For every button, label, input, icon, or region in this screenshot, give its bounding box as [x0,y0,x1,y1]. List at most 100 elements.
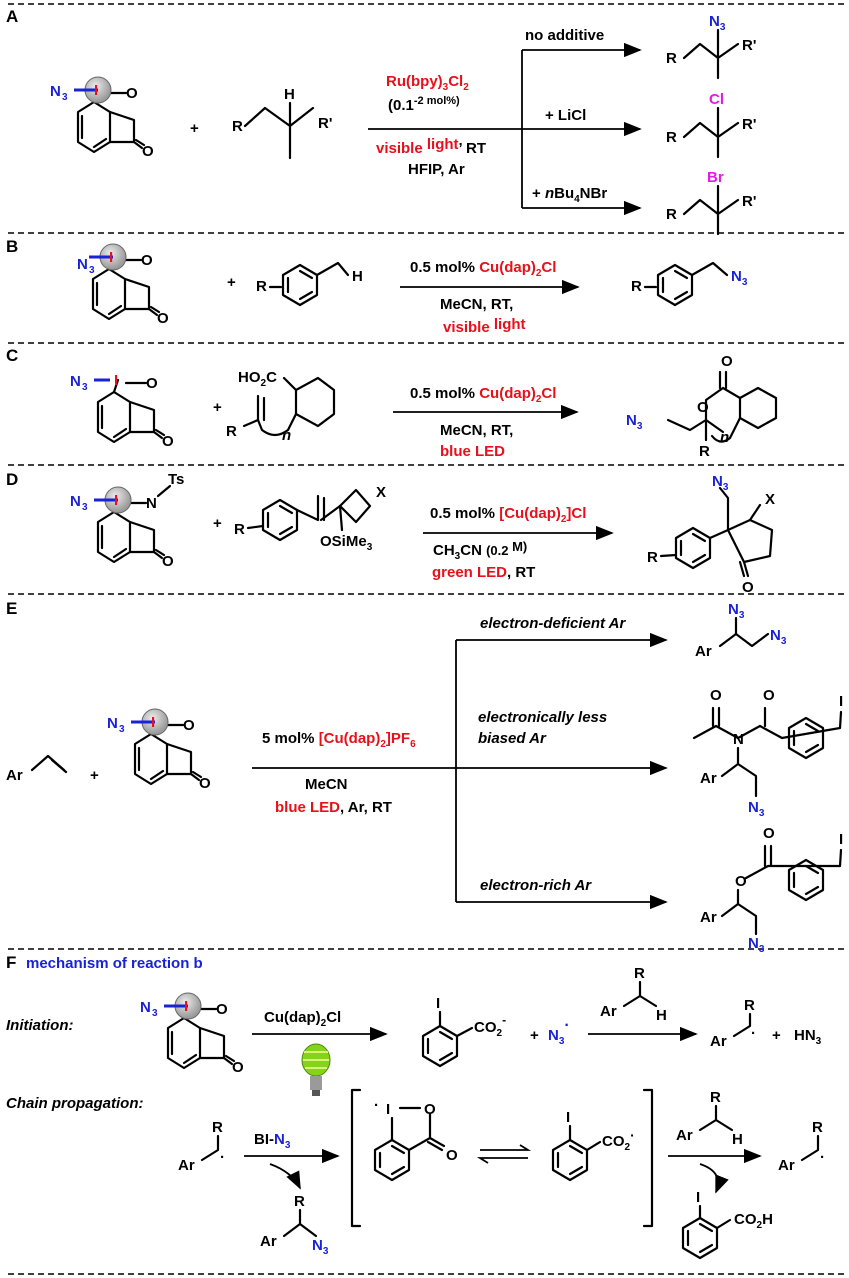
svg-text:I: I [114,372,118,389]
alkyl-arene-f2: Ar R H [676,1089,743,1148]
svg-text:3: 3 [82,502,88,513]
svg-text:O: O [721,353,733,370]
conditions-b: 0.5 mol% Cu(dap)2Cl MeCN, RT, visible li… [410,259,556,336]
svg-text:Ar: Ar [600,1003,617,1020]
svg-text:X: X [765,491,775,508]
iodobenzoic-acid-f: I CO2H [681,1189,773,1260]
svg-text:R: R [812,1119,823,1136]
svg-text:O: O [199,775,211,792]
conditions-a: Ru(bpy)3Cl2 (0.1-2 mol%) visible light’ … [376,73,486,178]
svg-text:N3: N3 [748,935,765,955]
branch-no-additive: no additive [525,27,604,44]
radical-start-f: Ar R · [178,1119,225,1174]
svg-text:3: 3 [152,1008,158,1019]
azidoiodane-reagent-e: I N 3 O O [107,708,211,792]
svg-text:O: O [141,252,153,269]
conditions-e: 5 mol% [Cu(dap)2]PF6 MeCN blue LED, Ar, … [262,730,416,816]
svg-text:n: n [282,427,291,444]
svg-text:+: + [772,1027,781,1044]
svg-text:O: O [742,579,754,596]
diazide-product-e: Ar N3 N3 [695,601,787,660]
iodobenzoate-f: I CO2- [421,995,506,1068]
svg-text:I: I [436,995,440,1012]
alkane-substrate: H R R' [232,86,332,160]
section-e: E Ar + I N 3 O O 5 mol% [Cu(dap)2]PF6 Me… [6,599,843,955]
svg-text:O: O [162,433,174,450]
svg-text:R: R [744,997,755,1014]
svg-text:O: O [183,717,195,734]
svg-text:R': R' [742,193,756,210]
svg-text:Ar: Ar [6,767,23,784]
svg-text:O: O [162,553,174,570]
conditions-d: 0.5 mol% [Cu(dap)2]Cl CH3CN (0.2 M) gree… [430,505,586,581]
svg-text:N3: N3 [709,13,726,33]
svg-text:N: N [140,999,151,1016]
svg-text:R': R' [318,115,332,132]
branch-less-biased-line2: biased Ar [478,730,547,747]
svg-text:MeCN, RT,: MeCN, RT, [440,296,513,313]
svg-text:visible light’ RT: visible light’ RT [376,136,486,157]
svg-text:R: R [666,206,677,223]
svg-text:HFIP, Ar: HFIP, Ar [408,161,465,178]
equilibrium-arrows [476,1144,532,1164]
svg-text:+: + [530,1027,539,1044]
svg-text:N: N [107,715,118,732]
svg-text:N: N [77,256,88,273]
svg-text:blue LED, Ar, RT: blue LED, Ar, RT [275,799,392,816]
svg-text:MeCN: MeCN [305,776,348,793]
azidobenziodazolone-reagent-d: I N 3 N Ts O [70,471,184,570]
svg-text:Ar: Ar [700,909,717,926]
svg-text:I: I [109,249,113,266]
svg-text:CO2-: CO2- [474,1013,506,1039]
svg-text:Ar: Ar [700,770,717,787]
benzyl-azide-product: N3 R [631,261,748,307]
svg-text:R: R [666,129,677,146]
svg-text:Ar: Ar [676,1127,693,1144]
svg-text:Ar: Ar [695,643,712,660]
svg-text:O: O [710,687,722,704]
svg-text:·: · [220,1149,225,1166]
branch-electron-rich: electron-rich Ar [480,877,592,894]
toluene-substrate: H R [256,261,363,307]
svg-text:visible light: visible light [443,316,526,336]
svg-text:Ts: Ts [168,471,184,488]
propagation-label: Chain propagation: [6,1095,144,1112]
svg-text:O: O [424,1101,436,1118]
section-label-e: E [6,599,17,618]
svg-text:N3: N3 [712,473,729,493]
svg-text:Ru(bpy)3Cl2: Ru(bpy)3Cl2 [386,73,469,93]
svg-text:HO2C: HO2C [238,369,277,389]
product-chloride-a: R R' Cl [666,91,756,159]
svg-text:R: R [647,549,658,566]
svg-text:N3: N3 [748,799,765,819]
svg-text:3: 3 [119,724,125,735]
svg-text:CO2·: CO2· [602,1127,635,1153]
svg-text:R: R [294,1193,305,1210]
svg-text:I: I [839,693,843,710]
azidoiodane-reagent-c: I N 3 O O [70,372,174,450]
product-azide-a: R R' N3 [666,13,756,80]
svg-text:HN3: HN3 [794,1027,822,1047]
ester-product-e: O I O Ar N3 [700,825,843,955]
svg-text:+: + [213,515,222,532]
svg-text:R: R [699,443,710,460]
initiation-label: Initiation: [6,1017,74,1034]
section-label-a: A [6,7,18,26]
acid-substrate-c: HO2C R n [226,369,336,444]
svg-text:N: N [70,373,81,390]
svg-text:H: H [284,86,295,103]
section-d: D I N 3 N Ts O + X OSiMe3 R 0.5 mol% [Cu… [6,470,775,596]
svg-text:0.5 mol% Cu(dap)2Cl: 0.5 mol% Cu(dap)2Cl [410,385,556,405]
svg-text:O: O [697,399,709,416]
alkyl-arene-f: Ar R H [600,965,667,1024]
cyclic-ketone-product-d: X O N3 R [647,473,775,596]
svg-text:Ar: Ar [778,1157,795,1174]
svg-text:CO2H: CO2H [734,1211,773,1231]
svg-text:N3: N3 [731,268,748,288]
svg-text:R: R [634,965,645,982]
svg-text:R: R [232,118,243,135]
plus-sign: + [190,120,199,137]
svg-text:I: I [839,831,843,848]
svg-text:R': R' [742,37,756,54]
svg-text:3: 3 [62,92,68,103]
